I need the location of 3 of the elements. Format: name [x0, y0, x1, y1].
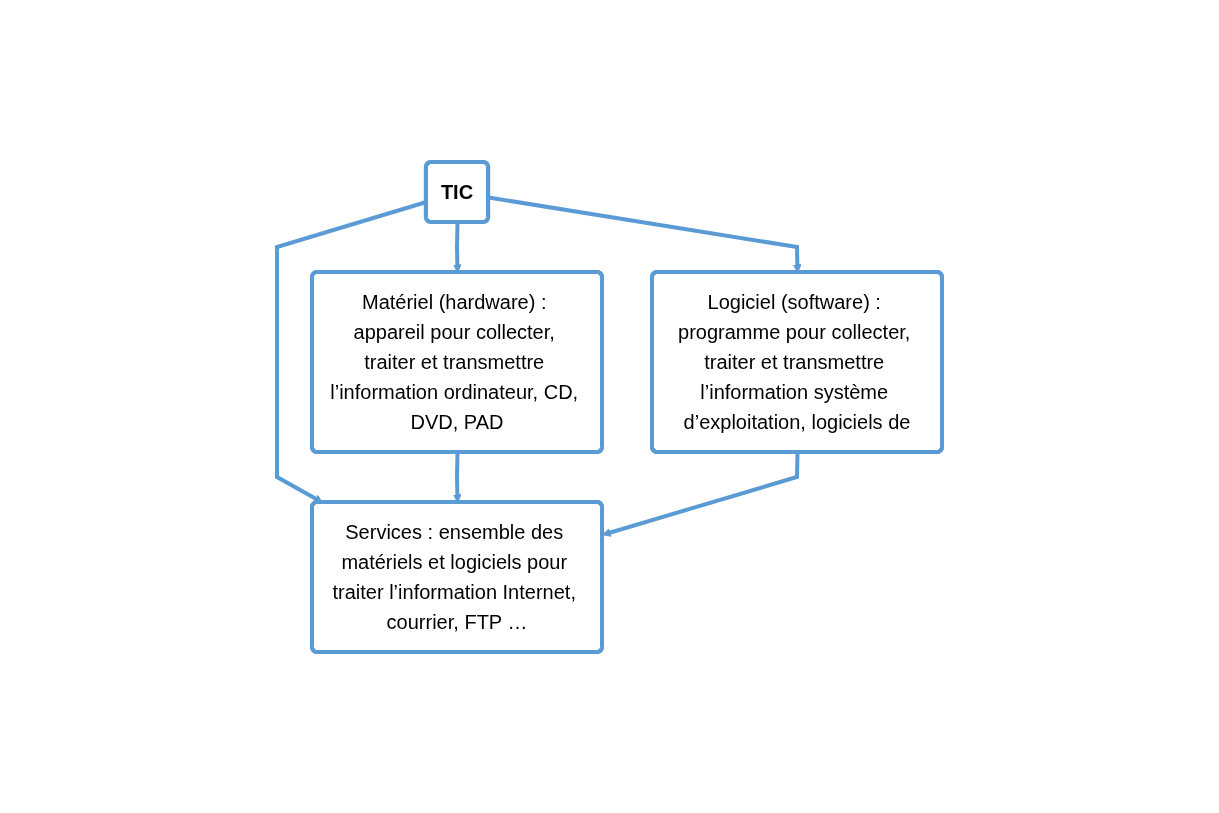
- node-text: Matériel (hardware) : appareil pour collecter, traiter et transmettre l’information ordinateur, CD, DVD, PAD: [330, 290, 579, 433]
- node-text: Logiciel (software) : programme pour collecter, traiter et transmettre l’information système d’exploitation, logiciels de: [678, 290, 911, 433]
- node-text: Services : ensemble des matériels et logiciels pour traiter l’information Internet, courrier, FTP …: [332, 520, 576, 633]
